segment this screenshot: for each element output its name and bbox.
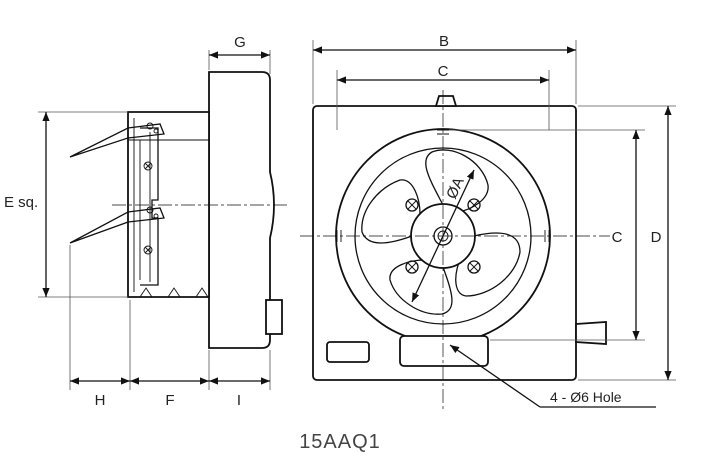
dim-i-label: I <box>237 392 241 409</box>
front-slot-small <box>326 341 370 363</box>
dim-f-label: F <box>165 392 174 409</box>
dim-e-label: E sq. <box>4 194 38 211</box>
side-dimensions: G E sq. H F I <box>4 34 271 409</box>
side-screw-1 <box>143 161 153 171</box>
dim-c-top-label: C <box>438 63 449 80</box>
dim-b-label: B <box>439 33 449 50</box>
hole-leader <box>449 344 541 408</box>
front-top-tab <box>434 95 458 107</box>
front-slot-large <box>399 335 489 367</box>
side-upper-arm <box>69 123 165 158</box>
model-label: 15AAQ1 <box>299 431 381 453</box>
dim-d-label: D <box>651 229 662 246</box>
hole-note-label: 4 - Ø6 Hole <box>550 389 622 405</box>
side-screw-2 <box>143 245 153 255</box>
side-view <box>69 71 290 349</box>
side-lower-arm <box>69 207 165 244</box>
front-dimensions: B C C D 4 - Ø6 Hole <box>312 33 676 408</box>
side-rear-bump <box>265 299 283 335</box>
dim-g-label: G <box>234 34 246 51</box>
front-cord <box>575 321 607 345</box>
dim-h-label: H <box>95 392 106 409</box>
dim-c-right-label: C <box>612 229 623 246</box>
side-housing <box>208 71 275 349</box>
side-bottom-teeth <box>139 287 209 298</box>
front-view: ØA <box>300 90 610 410</box>
dim-a-line <box>411 169 475 303</box>
